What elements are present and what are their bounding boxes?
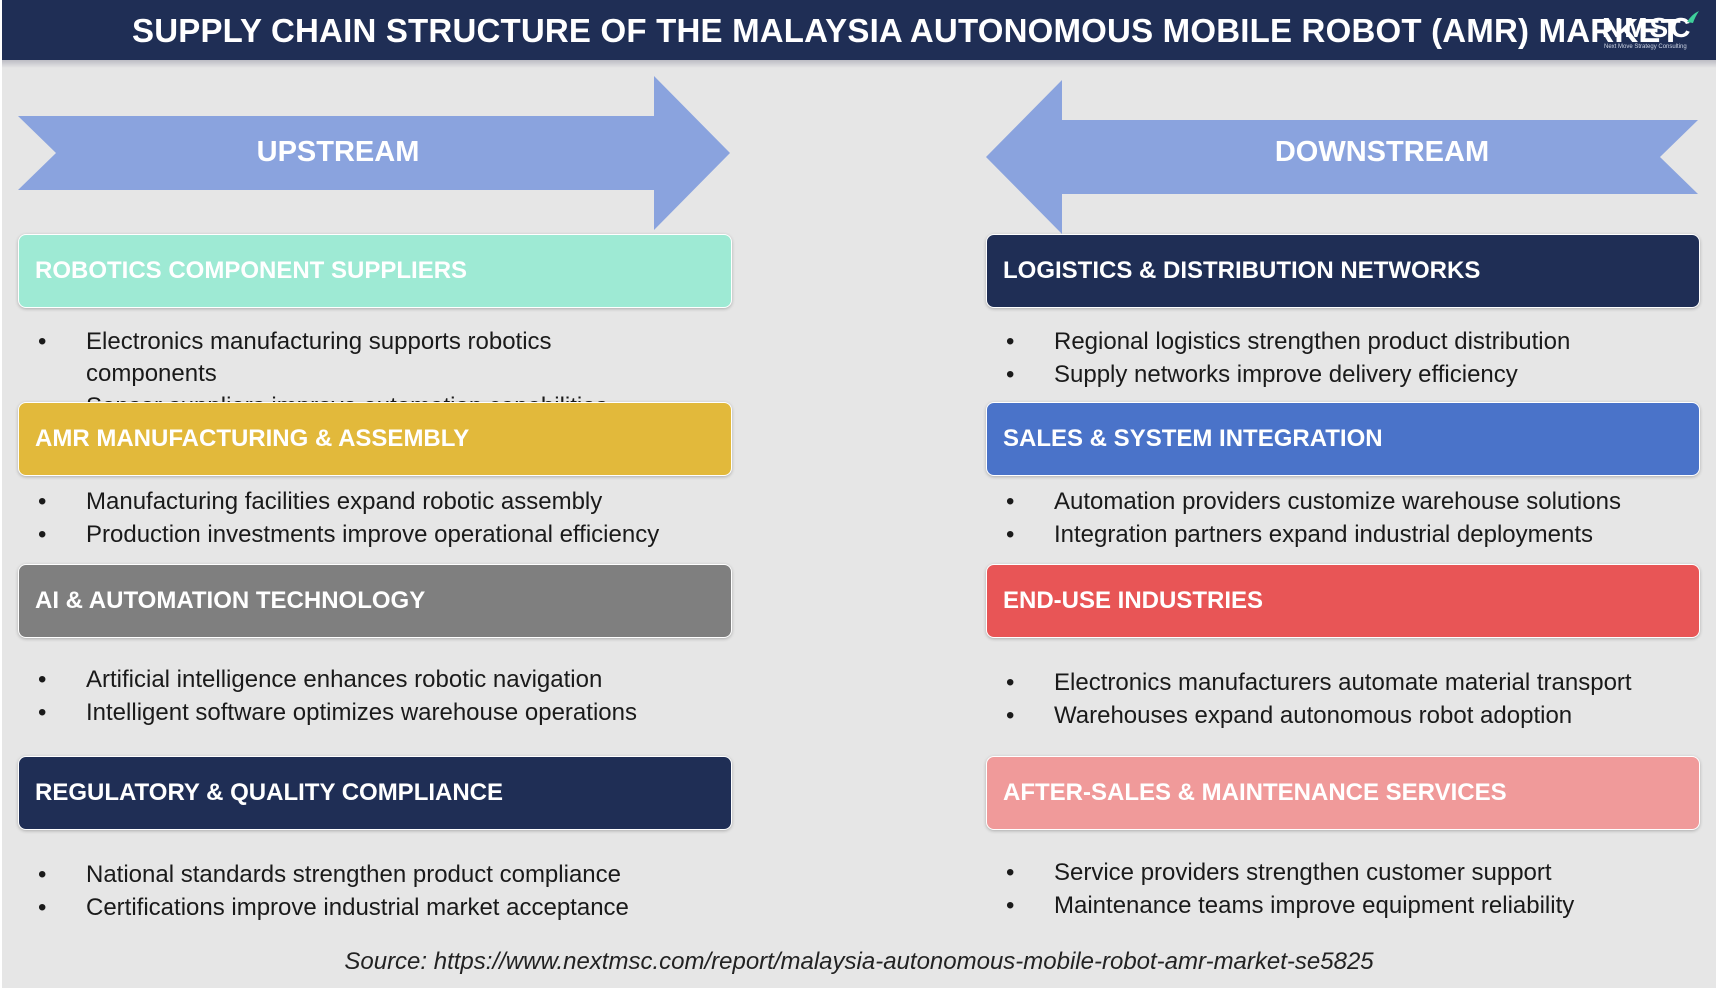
list-item: Integration partners expand industrial d… <box>986 519 1700 551</box>
logo-text: NMSC <box>1602 12 1693 43</box>
upstream-arrow <box>18 76 730 230</box>
downstream-arrow <box>986 80 1698 234</box>
list-item: Warehouses expand autonomous robot adopt… <box>986 700 1700 732</box>
list-item: Certifications improve industrial market… <box>18 892 732 924</box>
downstream-label: DOWNSTREAM <box>1274 136 1490 168</box>
list-item: Regional logistics strengthen product di… <box>986 326 1700 358</box>
stage-amr-manufacturing-assembly: AMR MANUFACTURING & ASSEMBLY <box>18 402 732 476</box>
ai-automation-bullets: Artificial intelligence enhances robotic… <box>18 664 732 730</box>
list-item: Production investments improve operation… <box>18 519 732 551</box>
stage-end-use-industries: END-USE INDUSTRIES <box>986 564 1700 638</box>
nmsc-logo: NMSC Next Move Strategy Consulting <box>1602 8 1702 52</box>
header-bar: SUPPLY CHAIN STRUCTURE OF THE MALAYSIA A… <box>2 0 1716 60</box>
after-sales-maintenance-bullets: Service providers strengthen customer su… <box>986 857 1700 923</box>
stage-robotics-component-suppliers: ROBOTICS COMPONENT SUPPLIERS <box>18 234 732 308</box>
stage-regulatory-quality-compliance: REGULATORY & QUALITY COMPLIANCE <box>18 756 732 830</box>
logistics-distribution-bullets: Regional logistics strengthen product di… <box>986 326 1700 392</box>
list-item: Electronics manufacturers automate mater… <box>986 667 1700 699</box>
upstream-label: UPSTREAM <box>256 136 420 168</box>
list-item: Supply networks improve delivery efficie… <box>986 359 1700 391</box>
stage-ai-automation-technology: AI & AUTOMATION TECHNOLOGY <box>18 564 732 638</box>
list-item: Automation providers customize warehouse… <box>986 486 1700 518</box>
list-item: Electronics manufacturing supports robot… <box>18 326 638 390</box>
logo-tagline: Next Move Strategy Consulting <box>1604 44 1687 50</box>
page-title: SUPPLY CHAIN STRUCTURE OF THE MALAYSIA A… <box>132 12 1681 49</box>
list-item: Maintenance teams improve equipment reli… <box>986 890 1700 922</box>
stage-after-sales-maintenance-services: AFTER-SALES & MAINTENANCE SERVICES <box>986 756 1700 830</box>
logo-swoosh-icon <box>1687 11 1699 23</box>
stage-logistics-distribution-networks: LOGISTICS & DISTRIBUTION NETWORKS <box>986 234 1700 308</box>
header-shadow <box>2 60 1716 68</box>
regulatory-compliance-bullets: National standards strengthen product co… <box>18 859 732 925</box>
list-item: Artificial intelligence enhances robotic… <box>18 664 732 696</box>
list-item: Intelligent software optimizes warehouse… <box>18 697 732 729</box>
stage-sales-system-integration: SALES & SYSTEM INTEGRATION <box>986 402 1700 476</box>
list-item: Service providers strengthen customer su… <box>986 857 1700 889</box>
sales-integration-bullets: Automation providers customize warehouse… <box>986 486 1700 552</box>
list-item: Manufacturing facilities expand robotic … <box>18 486 732 518</box>
source-citation: Source: https://www.nextmsc.com/report/m… <box>344 948 1374 975</box>
end-use-industries-bullets: Electronics manufacturers automate mater… <box>986 667 1700 733</box>
amr-manufacturing-bullets: Manufacturing facilities expand robotic … <box>18 486 732 552</box>
robotics-component-suppliers-bullets: Electronics manufacturing supports robot… <box>18 326 638 412</box>
list-item: National standards strengthen product co… <box>18 859 732 891</box>
